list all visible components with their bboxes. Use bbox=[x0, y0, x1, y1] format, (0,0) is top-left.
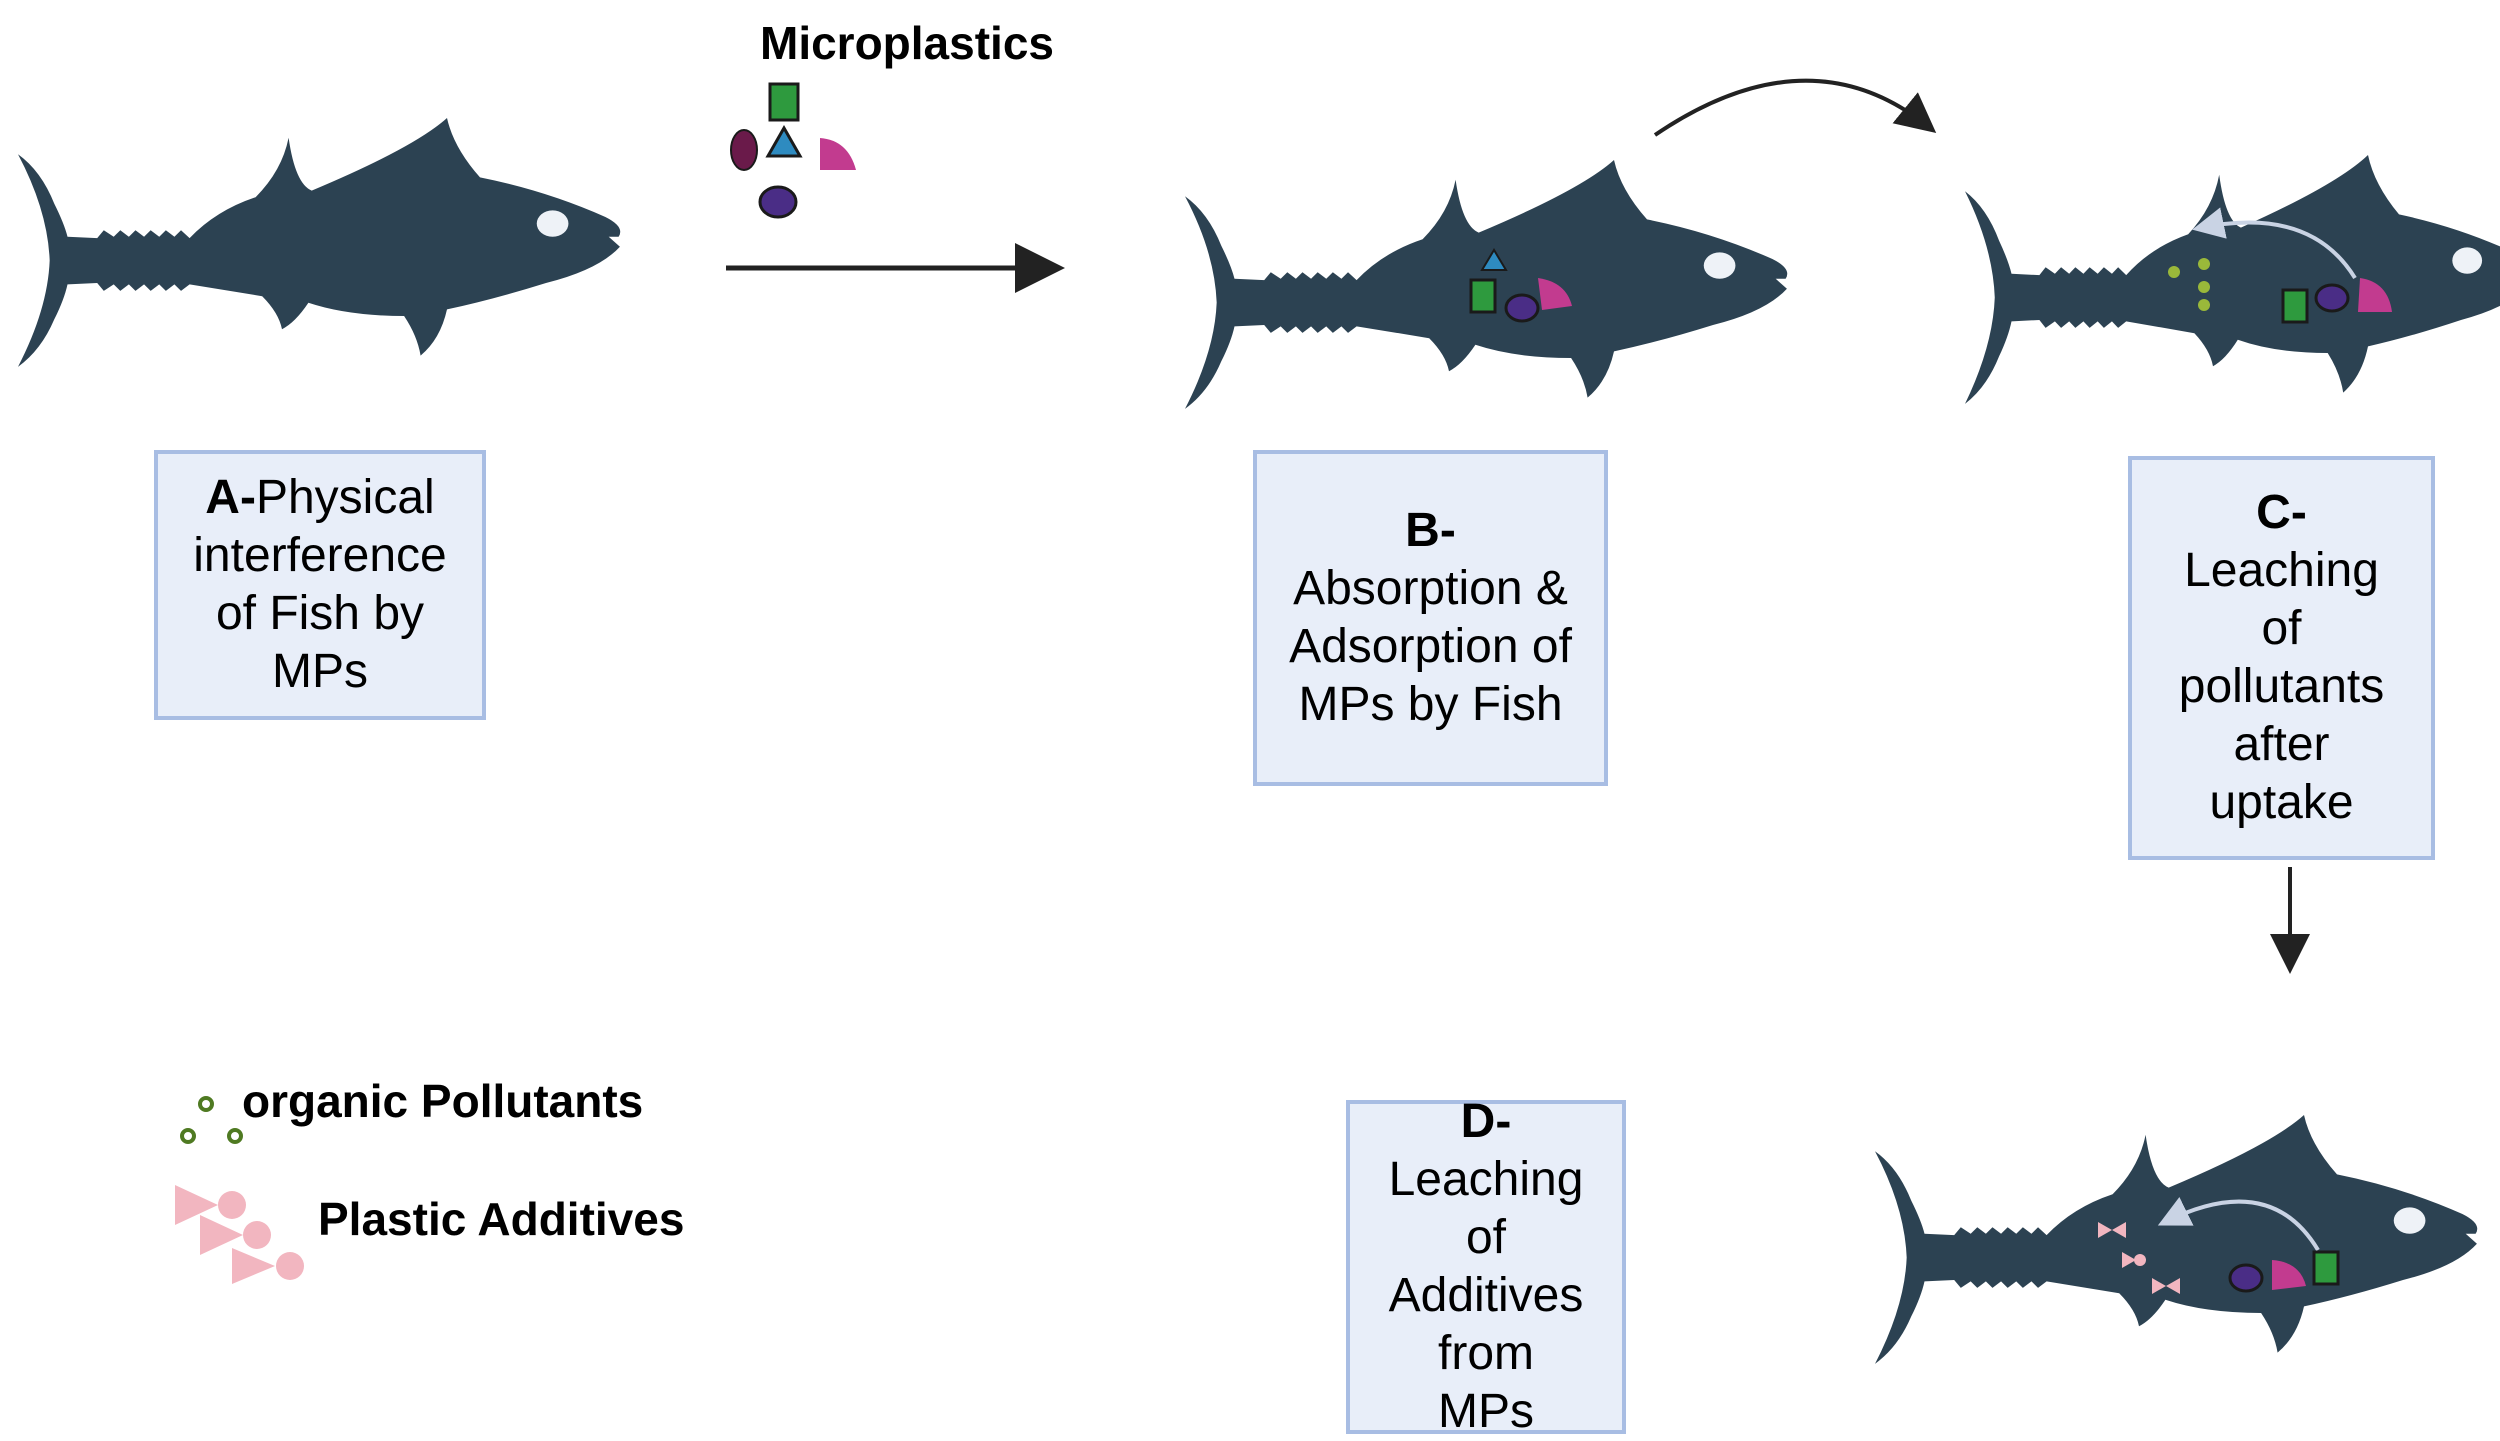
stage-d-text: Leaching of Additives from MPs bbox=[1388, 1153, 1584, 1438]
stage-d-box: D- Leaching of Additives from MPs bbox=[1346, 1095, 1626, 1438]
fish-c bbox=[1965, 155, 2500, 404]
stage-b-text: Absorption & Adsorption of MPs by Fish bbox=[1289, 562, 1572, 731]
legend-organic-pollutants: organic Pollutants bbox=[242, 1075, 644, 1127]
stage-d-letter: D- bbox=[1460, 1095, 1512, 1148]
arrow-b-to-c bbox=[1653, 78, 1937, 137]
fish-b-microplastics-icon bbox=[1469, 248, 1572, 323]
stage-c-letter: C- bbox=[2256, 486, 2307, 539]
fish-a bbox=[18, 118, 621, 367]
fish-c-contents-icon bbox=[2168, 207, 2392, 324]
stage-b-letter: B- bbox=[1405, 504, 1456, 557]
stage-d-caption: D- Leaching of Additives from MPs bbox=[1350, 1093, 1622, 1441]
legend-plastic-additives: Plastic Additives bbox=[318, 1193, 685, 1245]
stage-c-caption: C- Leaching of pollutants after uptake bbox=[2132, 484, 2431, 832]
stage-c-box: C- Leaching of pollutants after uptake bbox=[2128, 456, 2435, 860]
stage-a-text: Physical interference of Fish by MPs bbox=[193, 471, 447, 698]
stage-c-text: Leaching of pollutants after uptake bbox=[2178, 544, 2385, 829]
stage-a-caption: A-Physical interference of Fish by MPs bbox=[158, 469, 482, 701]
microplastics-label: Microplastics bbox=[760, 17, 1054, 69]
microplastics-cluster-icon bbox=[730, 82, 856, 219]
stage-a-box: A-Physical interference of Fish by MPs bbox=[154, 450, 486, 720]
fish-d-contents-icon bbox=[2098, 1197, 2340, 1294]
stage-a-letter: A- bbox=[205, 471, 256, 524]
organic-pollutants-icon bbox=[180, 1096, 243, 1144]
plastic-additives-icon bbox=[175, 1185, 304, 1284]
fish-d bbox=[1875, 1115, 2478, 1364]
stage-b-caption: B- Absorption & Adsorption of MPs by Fis… bbox=[1257, 502, 1604, 734]
stage-b-box: B- Absorption & Adsorption of MPs by Fis… bbox=[1253, 450, 1608, 786]
